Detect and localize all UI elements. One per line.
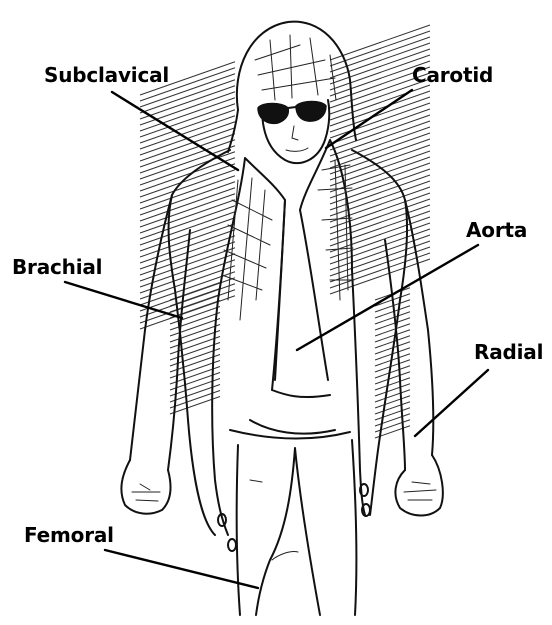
trousers [237,440,357,615]
hatch-stroke [375,330,410,342]
brachial-leader [65,282,182,318]
hatch-stroke [375,378,410,390]
right-fist [395,455,442,516]
hatch-stroke [375,408,410,420]
jacket-toggles [218,484,370,551]
radial-leader [415,370,488,436]
t-shirt [250,200,335,434]
right-arm [385,200,433,470]
left-fist [121,460,170,514]
sunglasses-bridge [288,107,296,108]
label-brachial: Brachial [12,255,102,279]
hatch-stroke [375,318,410,330]
hatch-stroke [375,366,410,378]
hatch-stroke [375,396,410,408]
scarf-right [300,140,365,515]
right-fingers [404,482,436,500]
hatch-stroke [375,414,410,426]
nose-mouth [286,126,308,151]
label-subclavical: Subclavical [44,63,169,87]
femoral-leader [105,550,258,588]
left-fingers [132,484,160,501]
hatch-stroke [375,360,410,372]
label-radial: Radial [474,340,543,364]
label-carotid: Carotid [412,63,493,87]
pulse-point-labels: Subclavical Carotid Brachial Aorta Radia… [12,63,543,547]
hood-texture [255,35,336,100]
hatch-stroke [375,372,410,384]
hatch-stroke [375,312,410,324]
hatch-stroke [375,384,410,396]
hatch-stroke [375,324,410,336]
hatch-stroke [375,306,410,318]
sunglasses-icon [258,102,326,124]
hatch-stroke [375,390,410,402]
scarf-left-texture [222,178,272,320]
scarf-right-texture [318,160,354,300]
hatch-stroke [375,402,410,414]
label-femoral: Femoral [24,523,114,547]
label-aorta: Aorta [466,218,527,242]
